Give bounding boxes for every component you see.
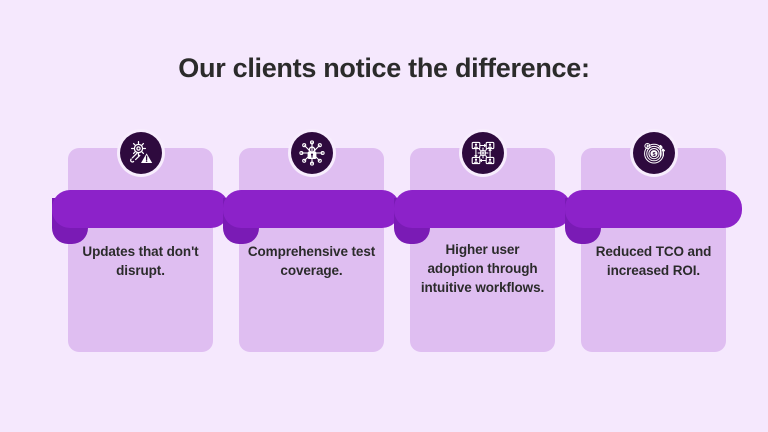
card-icon-badge: [458, 129, 507, 177]
card-accent-bar: [52, 190, 229, 228]
card-icon-badge: [116, 129, 165, 177]
card-caption: Updates that don't disrupt.: [82, 244, 199, 279]
benefit-card[interactable]: $ Reduced TCO a: [565, 129, 742, 352]
card-caption: Reduced TCO and increased ROI.: [595, 244, 712, 279]
card-accent-bar: [565, 190, 742, 228]
card-icon-badge: $: [629, 129, 678, 177]
svg-text:$: $: [652, 152, 656, 158]
benefit-card[interactable]: Higher user adoption through intuitive w…: [394, 129, 571, 352]
card-body-panel: [581, 148, 726, 352]
benefit-cards-row: Updates that don't disrupt.: [0, 129, 768, 363]
card-accent-bar: [223, 190, 400, 228]
users-workflow-gear-icon: [461, 132, 504, 174]
gear-wrench-warning-icon: [119, 132, 162, 174]
card-body-panel: [410, 148, 555, 352]
benefit-card[interactable]: Updates that don't disrupt.: [52, 129, 229, 352]
dollar-growth-target-icon: $: [632, 132, 675, 174]
card-caption: Higher user adoption through intuitive w…: [420, 242, 545, 296]
benefit-card[interactable]: Comprehensive test coverage.: [223, 129, 400, 352]
card-body-panel: [239, 148, 384, 352]
card-caption: Comprehensive test coverage.: [247, 244, 376, 279]
page-title: Our clients notice the difference:: [178, 53, 590, 83]
network-lock-icon: [290, 132, 333, 174]
card-accent-bar: [394, 190, 571, 228]
card-body-panel: [68, 148, 213, 352]
card-icon-badge: [287, 129, 336, 177]
